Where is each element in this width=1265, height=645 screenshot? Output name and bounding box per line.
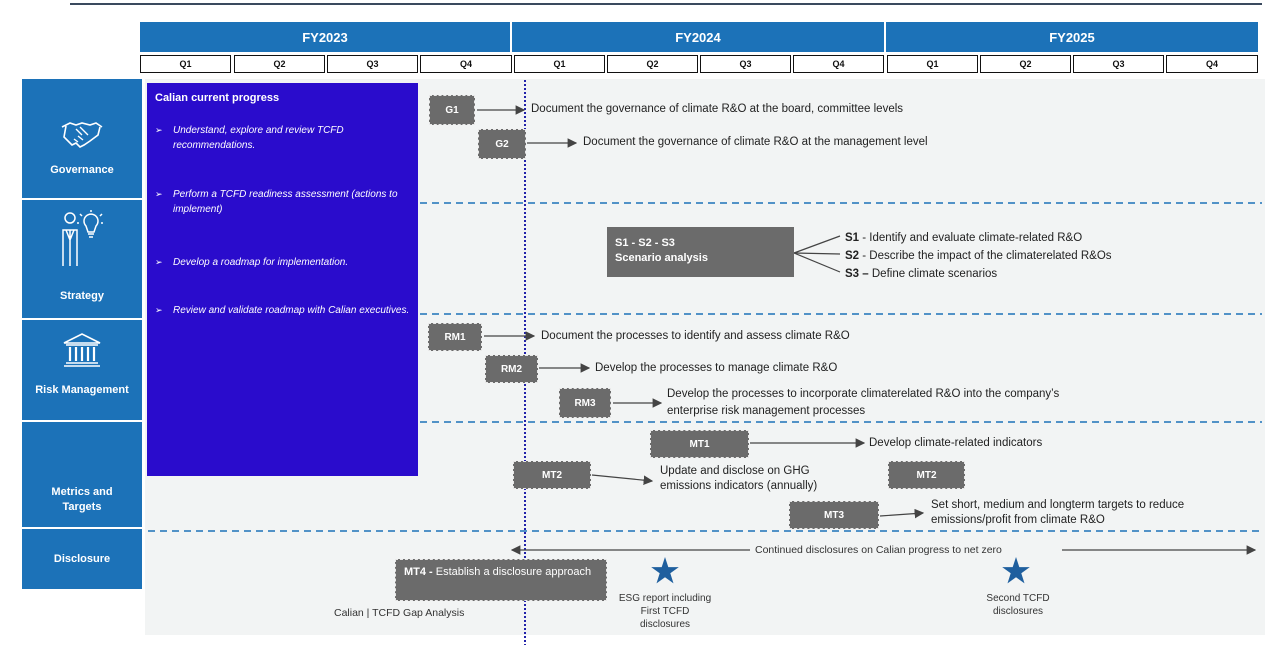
progress-item: ➢ Perform a TCFD readiness assessment (a… — [155, 189, 398, 215]
mt2-arrow — [591, 474, 654, 485]
arrow-bullet-icon: ➢ — [155, 125, 163, 135]
top-rule — [70, 3, 1262, 5]
mt3-arrow — [879, 508, 925, 519]
quarter-header: Q4 — [793, 55, 884, 73]
second-tcfd-label: Second TCFD disclosures — [986, 593, 1050, 617]
esg-report-label: ESG report including First TCFD disclosu… — [618, 593, 712, 630]
current-progress-panel: Calian current progress ➢ Understand, ex… — [147, 83, 418, 476]
footer-label: Calian | TCFD Gap Analysis — [334, 607, 465, 619]
mt1-box: MT1 — [650, 430, 749, 458]
strategy-branch — [793, 235, 841, 254]
year-header-fy2025: FY2025 — [886, 22, 1258, 52]
category-label: Risk Management — [35, 384, 129, 396]
category-risk-management: Risk Management — [22, 320, 142, 420]
g1-box: G1 — [429, 95, 475, 125]
rm2-description: Develop the processes to manage climate … — [595, 362, 838, 374]
scenario-analysis-box: S1 - S2 - S3 Scenario analysis — [607, 227, 794, 277]
mt1-description: Develop climate-related indicators — [869, 437, 1043, 449]
handshake-icon — [61, 122, 103, 148]
quarter-header: Q2 — [607, 55, 698, 73]
quarter-header: Q2 — [980, 55, 1071, 73]
quarter-header: Q2 — [234, 55, 325, 73]
scenario-codes: S1 - S2 - S3 — [615, 237, 675, 249]
arrow-bullet-icon: ➢ — [155, 257, 163, 267]
mt2-repeat-box: MT2 — [888, 461, 965, 489]
s2-description: S2 - Describe the impact of the climater… — [845, 250, 1112, 262]
mt2-box: MT2 — [513, 461, 591, 489]
progress-title: Calian current progress — [155, 92, 280, 104]
category-label: Disclosure — [53, 553, 111, 565]
mt4-box: MT4 - Establish a disclosure approach — [395, 559, 607, 601]
rm1-description: Document the processes to identify and a… — [541, 330, 850, 342]
category-governance: Governance — [22, 79, 142, 198]
scenario-title: Scenario analysis — [615, 252, 708, 264]
quarter-header: Q1 — [887, 55, 978, 73]
rm1-box: RM1 — [428, 323, 482, 351]
mt3-box: MT3 — [789, 501, 879, 529]
category-label: Metrics and Targets — [51, 486, 113, 513]
continued-disclosures-label: Continued disclosures on Calian progress… — [755, 544, 1002, 556]
star-icon — [1002, 557, 1030, 584]
s3-description: S3 – Define climate scenarios — [845, 268, 998, 280]
strategy-branch — [793, 252, 841, 255]
rm2-box: RM2 — [485, 355, 538, 383]
category-label: Governance — [50, 164, 114, 176]
quarter-header: Q3 — [700, 55, 791, 73]
mt3-description: Set short, medium and longterm targets t… — [931, 499, 1185, 526]
quarter-header: Q3 — [327, 55, 418, 73]
quarter-header: Q3 — [1073, 55, 1164, 73]
scenario-descriptions: S1 - Identify and evaluate climate-relat… — [845, 229, 1112, 283]
s1-description: S1 - Identify and evaluate climate-relat… — [845, 232, 1083, 244]
g2-box: G2 — [478, 129, 526, 159]
quarter-header: Q1 — [140, 55, 231, 73]
rm3-description: Develop the processes to incorporate cli… — [667, 388, 1060, 417]
category-disclosure: Disclosure — [22, 529, 142, 589]
rm3-box: RM3 — [559, 388, 611, 418]
person-idea-icon — [62, 210, 103, 266]
quarter-header: Q4 — [420, 55, 512, 73]
star-icon — [651, 557, 679, 584]
progress-item: ➢ Develop a roadmap for implementation. — [155, 257, 349, 268]
progress-item: ➢ Review and validate roadmap with Calia… — [155, 305, 410, 316]
g1-description: Document the governance of climate R&O a… — [531, 103, 904, 115]
quarter-header: Q4 — [1166, 55, 1258, 73]
g2-description: Document the governance of climate R&O a… — [583, 136, 928, 148]
bank-building-icon — [63, 333, 101, 367]
year-header-fy2024: FY2024 — [512, 22, 884, 52]
mt2-description: Update and disclose on GHG emissions ind… — [660, 465, 818, 492]
strategy-branch — [793, 252, 841, 273]
progress-item: ➢ Understand, explore and review TCFD re… — [155, 125, 344, 151]
category-label: Strategy — [59, 290, 105, 302]
quarter-header: Q1 — [514, 55, 605, 73]
category-metrics-and-targets: Metrics and Targets — [22, 422, 142, 527]
year-header-fy2023: FY2023 — [140, 22, 510, 52]
arrow-bullet-icon: ➢ — [155, 305, 163, 315]
category-strategy: Strategy — [22, 200, 142, 318]
arrow-bullet-icon: ➢ — [155, 189, 163, 199]
